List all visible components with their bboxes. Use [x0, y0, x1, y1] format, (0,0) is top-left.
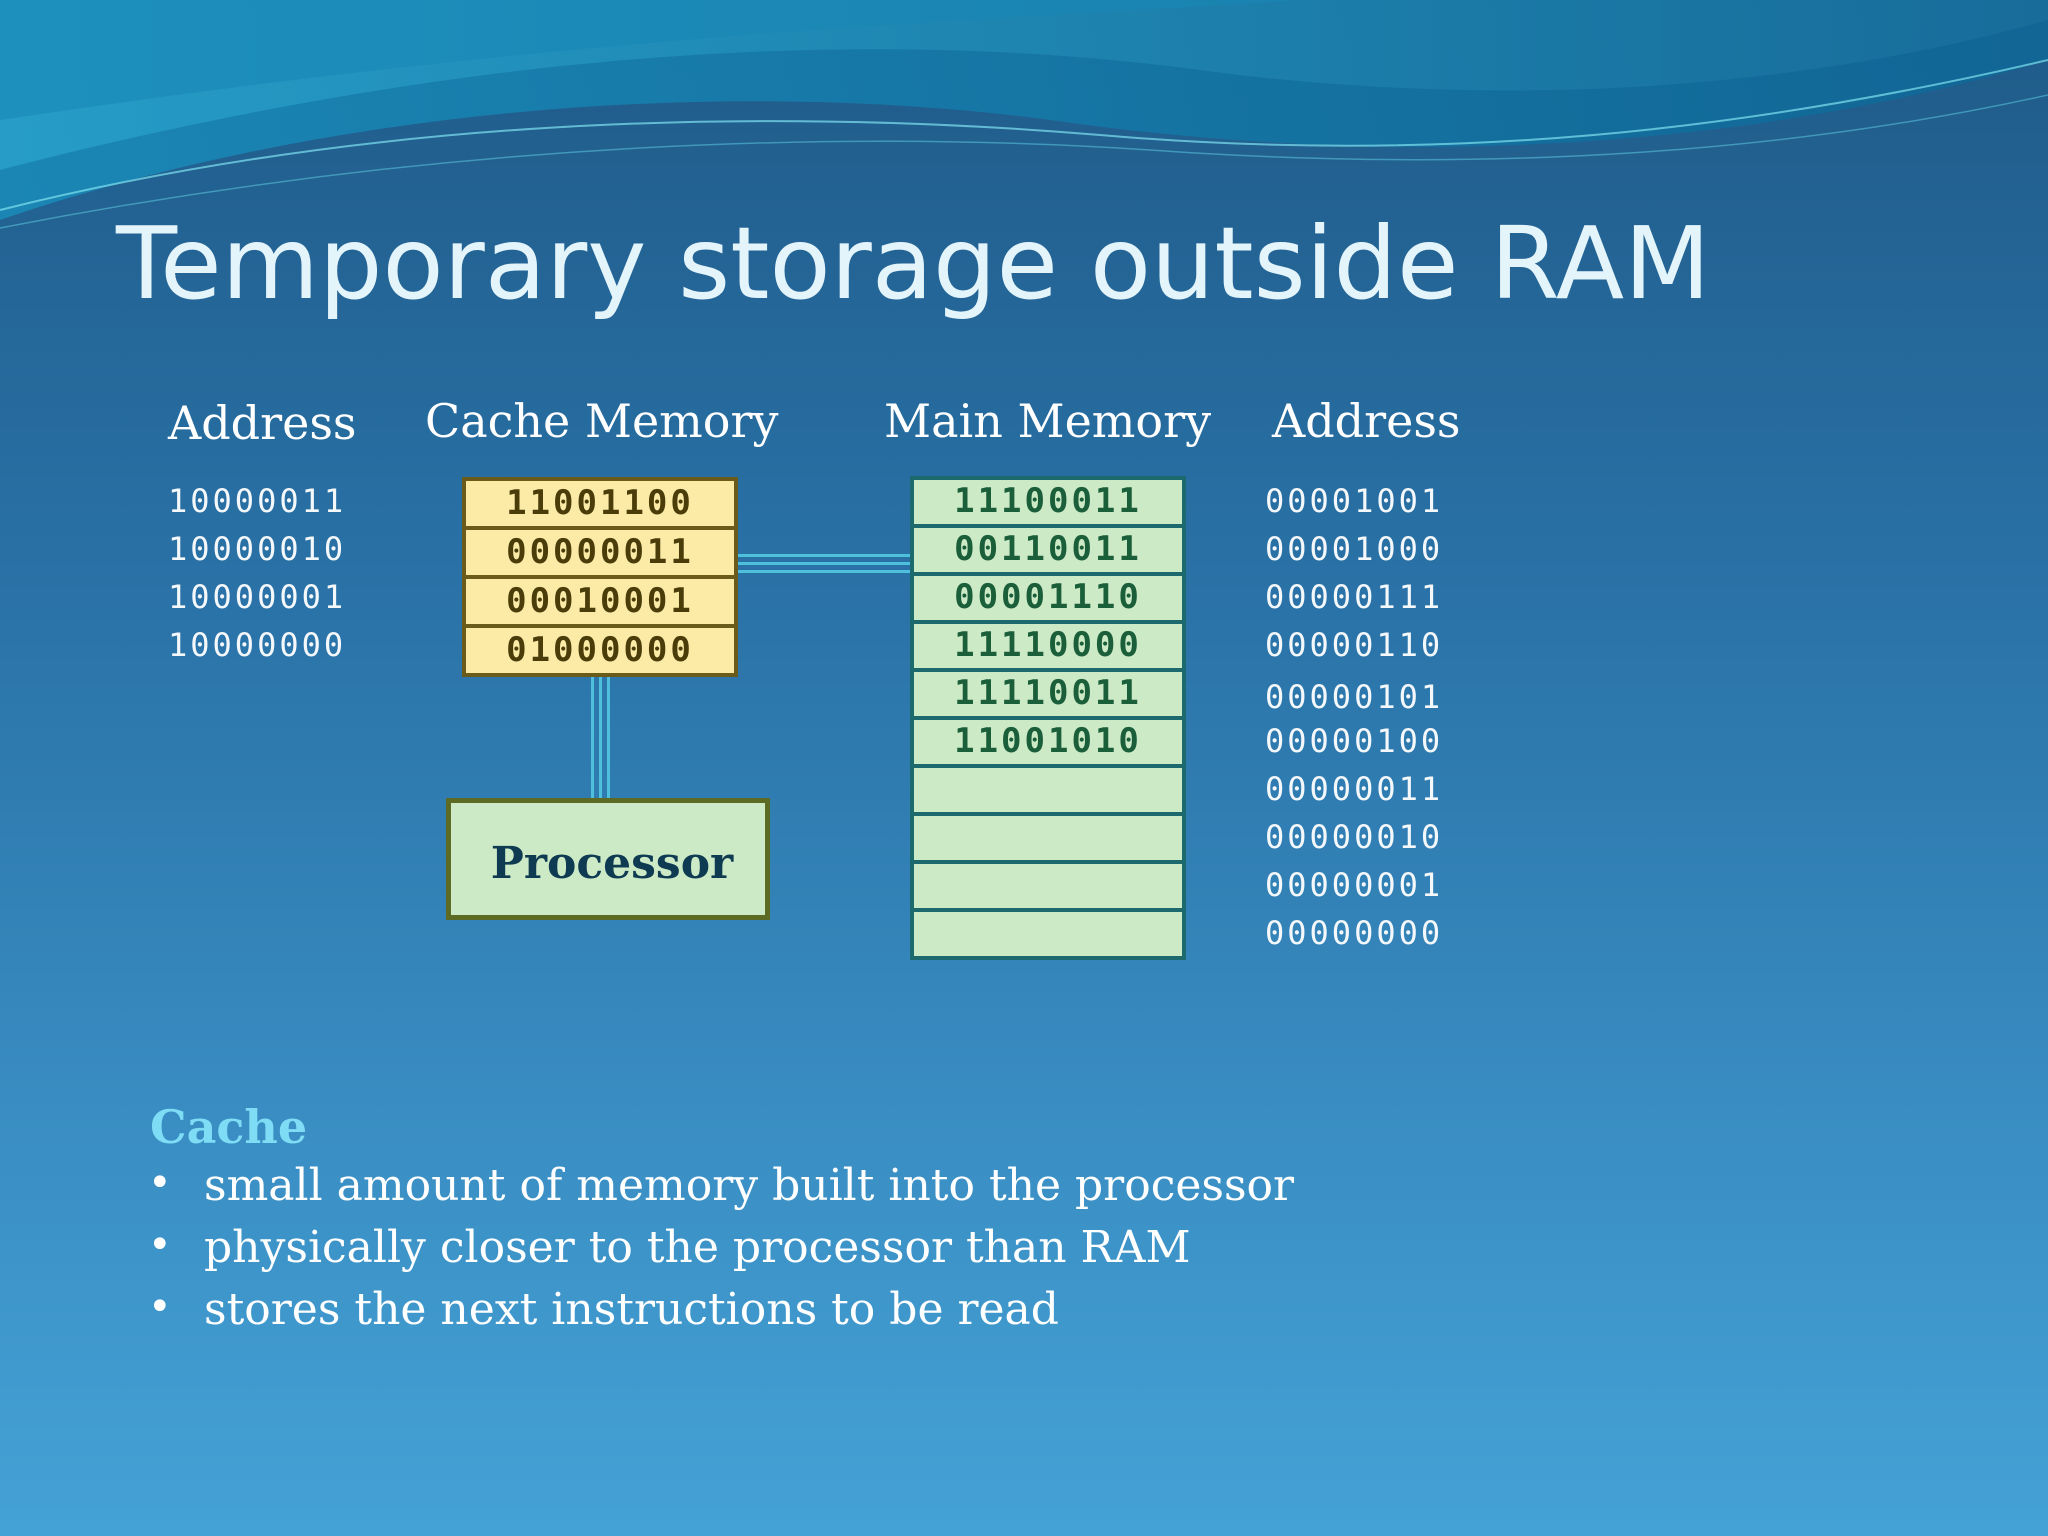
bullet-icon: • — [148, 1160, 172, 1206]
decorative-waves — [0, 0, 2048, 229]
main-cell — [910, 860, 1186, 912]
cache-processor-connector — [607, 676, 610, 798]
bullet-text: stores the next instructions to be read — [204, 1284, 1059, 1335]
main-cell: 11110000 — [910, 620, 1186, 672]
main-cell: 11100011 — [910, 476, 1186, 528]
cache-bullet-list: • small amount of memory built into the p… — [146, 1160, 1294, 1346]
main-address: 00000110 — [1265, 626, 1444, 664]
main-cell: 00001110 — [910, 572, 1186, 624]
cache-cell: 11001100 — [462, 477, 738, 530]
main-cell — [910, 908, 1186, 960]
cache-processor-connector — [591, 676, 594, 798]
cache-processor-connector — [599, 676, 602, 798]
cache-address: 10000000 — [168, 626, 347, 664]
processor-label: Processor — [490, 837, 734, 889]
main-cell: 11001010 — [910, 716, 1186, 768]
cache-cell: 00000011 — [462, 526, 738, 579]
main-address: 00000000 — [1265, 914, 1444, 952]
main-address: 00000100 — [1265, 722, 1444, 760]
bullet-icon: • — [148, 1284, 172, 1330]
cache-address: 10000011 — [168, 482, 347, 520]
bullet-text: physically closer to the processor than … — [204, 1222, 1191, 1273]
cache-main-connector — [735, 562, 913, 565]
bullet-icon: • — [148, 1222, 172, 1268]
main-cell — [910, 812, 1186, 864]
cache-address: 10000010 — [168, 530, 347, 568]
main-cell: 00110011 — [910, 524, 1186, 576]
cache-cell: 00010001 — [462, 575, 738, 628]
cache-cell: 01000000 — [462, 624, 738, 677]
slide-title: Temporary storage outside RAM — [116, 205, 1711, 322]
bullet-item: • physically closer to the processor than… — [146, 1222, 1294, 1284]
main-address: 00000011 — [1265, 770, 1444, 808]
main-address: 00000111 — [1265, 578, 1444, 616]
cache-main-connector — [735, 570, 913, 573]
cache-address-header: Address — [168, 396, 357, 450]
main-address: 00000001 — [1265, 866, 1444, 904]
processor-box: Processor — [446, 798, 770, 920]
main-memory-header: Main Memory — [884, 394, 1212, 448]
main-address: 00000101 — [1265, 678, 1444, 716]
main-address: 00000010 — [1265, 818, 1444, 856]
main-address: 00001000 — [1265, 530, 1444, 568]
cache-memory-header: Cache Memory — [425, 394, 779, 448]
main-address-header: Address — [1272, 394, 1461, 448]
main-cell: 11110011 — [910, 668, 1186, 720]
bullet-item: • small amount of memory built into the p… — [146, 1160, 1294, 1222]
bullet-text: small amount of memory built into the pr… — [204, 1160, 1295, 1211]
main-cell — [910, 764, 1186, 816]
main-address: 00001001 — [1265, 482, 1444, 520]
cache-address: 10000001 — [168, 578, 347, 616]
cache-heading: Cache — [150, 1100, 308, 1154]
cache-main-connector — [735, 554, 913, 557]
bullet-item: • stores the next instructions to be read — [146, 1284, 1294, 1346]
